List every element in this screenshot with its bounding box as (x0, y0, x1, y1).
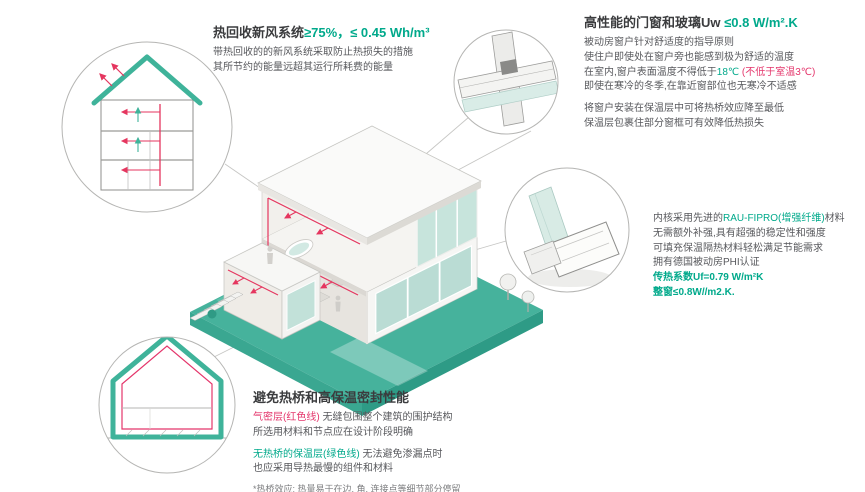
windows-line-1: 被动房窗户针对舒适度的指导原则 (584, 37, 734, 48)
windows-title-value: ≤0.8 W/m².K (724, 15, 798, 30)
callout-circle-ventilation (61, 41, 233, 213)
thermal-footnote: *热桥效应: 热量易于在边, 角, 连接点等细节部分停留 (253, 484, 461, 492)
thermal-airtight-label: 气密层(红色线) (253, 412, 320, 423)
callout-circle-window-corner (453, 29, 559, 135)
profile-uf-value: 传热系数Uf=0.79 W/m²K (653, 272, 764, 284)
platform-stairs (189, 291, 244, 321)
thermal-line-1: 气密层(红色线) 无缝包围整个建筑的围护结构 (253, 411, 568, 426)
annotation-profile: 内核采用先进的RAU-FIPRO(增强纤维)材料 无需额外补强,具有超强的稳定性… (653, 212, 865, 301)
callout-ventilation-section (62, 42, 232, 212)
annotation-ventilation: 热回收新风系统≥75%，≤ 0.45 Wh/m³ 带热回收的的新风系统采取防止热… (213, 22, 488, 76)
profile-line-4: 拥有德国被动房PHI认证 (653, 257, 760, 269)
isometric-house (189, 125, 543, 416)
thermal-line-3: 无热桥的保温层(绿色线) 无法避免渗漏点时 (253, 448, 568, 463)
thermal-line-1-text: 无缝包围整个建筑的围护结构 (319, 412, 453, 423)
ventilation-line-1: 带热回收的的新风系统采取防止热损失的措施 (213, 47, 413, 58)
callout-thermal-section (99, 337, 235, 473)
windows-line-4: 即使在寒冷的冬季,在靠近窗部位也无寒冷不适感 (584, 81, 797, 93)
ventilation-title: 热回收新风系统≥75%，≤ 0.45 Wh/m³ (213, 22, 488, 41)
callout-circle-window-profile (504, 167, 630, 293)
callout-window-profile (505, 168, 629, 292)
profile-line-1-text: 内核采用先进的 (653, 213, 723, 224)
thermal-line-3-text: 无法避免渗漏点时 (359, 448, 443, 460)
windows-line-2: 使住户即使处在窗户旁也能感到极为舒适的温度 (584, 51, 794, 63)
human-figures (267, 246, 341, 312)
thermal-title: 避免热桥和高保温密封性能 (253, 390, 410, 405)
trees (207, 273, 535, 319)
ventilation-title-value: ≥75%，≤ 0.45 Wh/m³ (304, 25, 430, 40)
windows-line-5: 将窗户安装在保温层中可将热桥效应降至最低 (584, 103, 784, 115)
profile-line-2: 无需额外补强,具有超强的稳定性和强度 (653, 227, 826, 239)
callout-circle-thermal (98, 336, 236, 474)
windows-line-3: 在室内,窗户表面温度不得低于18℃ (不低于室温3℃) (584, 66, 865, 81)
thermal-line-2: 所选用材料和节点应在设计阶段明确 (253, 426, 413, 438)
ventilation-line-2: 其所节约的能量远超其运行所耗费的能量 (213, 61, 393, 73)
profile-line-1-material: RAU-FIPRO(增强纤维) (723, 213, 825, 224)
windows-title: 高性能的门窗和玻璃Uw ≤0.8 W/m².K (584, 12, 865, 31)
ventilation-title-text: 热回收新风系统 (213, 25, 305, 40)
windows-line-3-text: 在室内,窗户表面温度不得低于 (584, 66, 717, 78)
profile-uw-value: 整窗≤0.8W//m2.K. (653, 286, 735, 298)
profile-line-1: 内核采用先进的RAU-FIPRO(增强纤维)材料 (653, 212, 865, 227)
profile-line-1-suffix: 材料 (824, 213, 845, 224)
callout-window-corner (454, 30, 558, 134)
profile-line-3: 可填充保温隔热材料轻松满足节能需求 (653, 242, 823, 254)
windows-line-3-note: (不低于室温3℃) (739, 66, 816, 78)
annotation-thermal: 避免热桥和高保温密封性能 气密层(红色线) 无缝包围整个建筑的围护结构 所选用材… (253, 387, 568, 492)
windows-title-text: 高性能的门窗和玻璃Uw (584, 15, 725, 30)
windows-line-6: 保温层包裹住部分窗框可有效降低热损失 (584, 117, 764, 129)
windows-line-3-temp: 18℃ (716, 66, 740, 78)
annotation-windows: 高性能的门窗和玻璃Uw ≤0.8 W/m².K 被动房窗户针对舒适度的指导原则 … (584, 12, 865, 132)
thermal-line-4: 也应采用导热最慢的组件和材料 (253, 463, 393, 475)
thermal-insulation-label: 无热桥的保温层(绿色线) (253, 448, 360, 460)
